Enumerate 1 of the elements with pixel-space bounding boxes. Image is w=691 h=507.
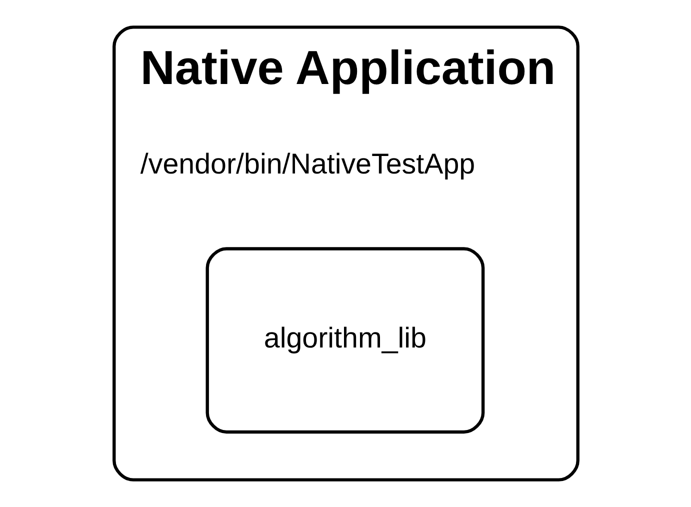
node-box: algorithm_lib xyxy=(205,247,484,434)
